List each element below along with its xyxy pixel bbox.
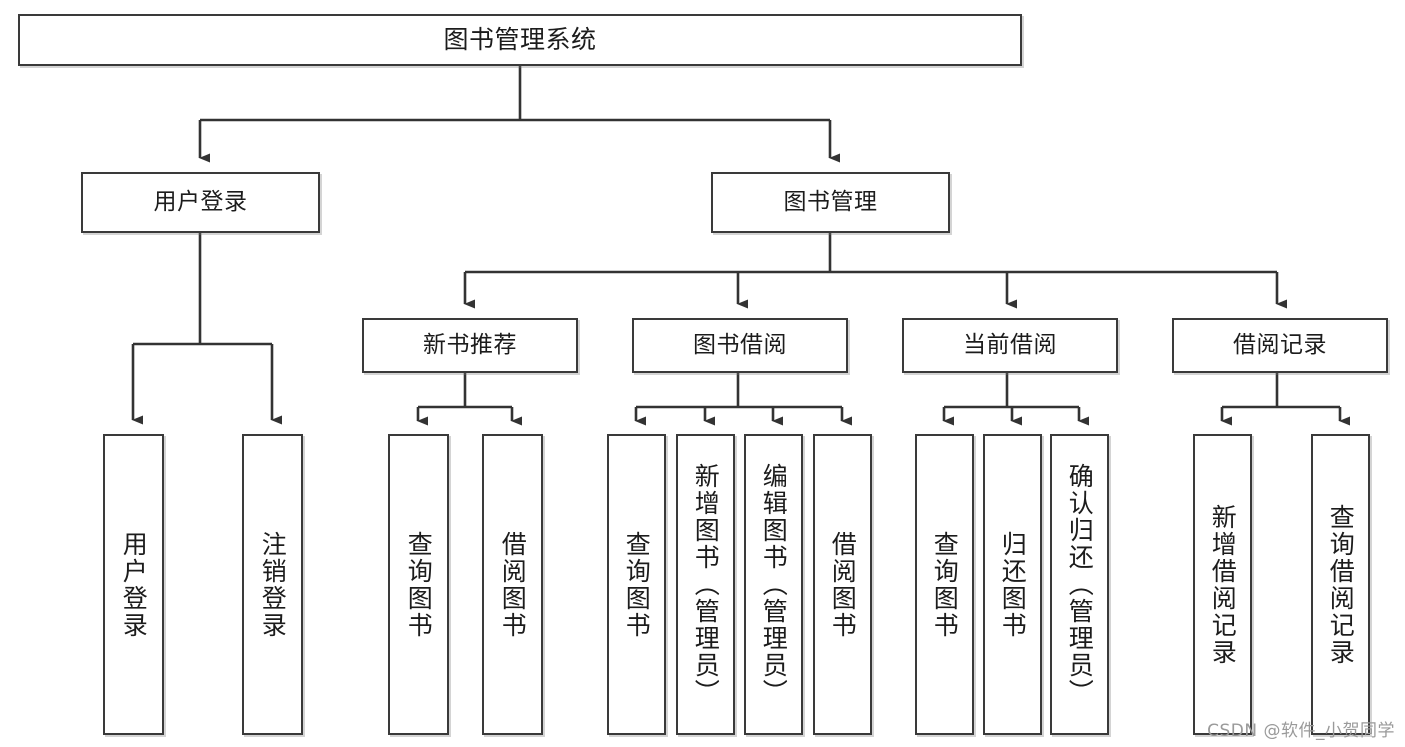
node-borrowing-records[interactable]: 借阅记录	[1172, 318, 1388, 373]
node-label: 图书借阅	[693, 331, 787, 358]
node-label: 用户登录	[119, 530, 149, 639]
node-label: 注销登录	[258, 530, 288, 639]
leaf-records-query-record[interactable]: 查询借阅记录	[1311, 434, 1370, 735]
node-root-book-management-system[interactable]: 图书管理系统	[18, 14, 1022, 66]
leaf-borrow-edit-book-admin[interactable]: 编辑图书（管理员）	[744, 434, 803, 735]
leaf-user-login-sign-out[interactable]: 注销登录	[242, 434, 303, 735]
node-book-management[interactable]: 图书管理	[711, 172, 950, 233]
node-label: 编辑图书（管理员）	[759, 463, 789, 706]
node-label: 新书推荐	[423, 331, 517, 358]
leaf-current-confirm-return-admin[interactable]: 确认归还（管理员）	[1050, 434, 1109, 735]
leaf-borrow-query-book[interactable]: 查询图书	[607, 434, 666, 735]
node-label: 查询图书	[930, 530, 960, 639]
node-label: 图书管理系统	[443, 25, 597, 54]
leaf-current-return-book[interactable]: 归还图书	[983, 434, 1042, 735]
node-label: 新增图书（管理员）	[691, 463, 721, 706]
node-label: 查询图书	[622, 530, 652, 639]
node-label: 新增借阅记录	[1208, 503, 1238, 666]
node-new-book-recommendation[interactable]: 新书推荐	[362, 318, 578, 373]
node-label: 当前借阅	[963, 331, 1057, 358]
node-label: 用户登录	[153, 188, 248, 215]
node-label: 确认归还（管理员）	[1065, 463, 1095, 706]
node-label: 借阅记录	[1233, 331, 1327, 358]
leaf-borrow-borrow-book[interactable]: 借阅图书	[813, 434, 872, 735]
leaf-records-add-record[interactable]: 新增借阅记录	[1193, 434, 1252, 735]
node-label: 查询图书	[404, 530, 434, 639]
node-label: 查询借阅记录	[1326, 503, 1356, 666]
node-current-borrowing[interactable]: 当前借阅	[902, 318, 1118, 373]
node-book-borrowing[interactable]: 图书借阅	[632, 318, 848, 373]
leaf-borrow-add-book-admin[interactable]: 新增图书（管理员）	[676, 434, 735, 735]
node-label: 图书管理	[783, 188, 878, 215]
leaf-new-books-borrow-book[interactable]: 借阅图书	[482, 434, 543, 735]
node-label: 借阅图书	[498, 530, 528, 639]
node-label: 归还图书	[998, 530, 1028, 639]
leaf-current-query-book[interactable]: 查询图书	[915, 434, 974, 735]
node-label: 借阅图书	[828, 530, 858, 639]
leaf-user-login-sign-in[interactable]: 用户登录	[103, 434, 164, 735]
leaf-new-books-query-book[interactable]: 查询图书	[388, 434, 449, 735]
node-user-login[interactable]: 用户登录	[81, 172, 320, 233]
